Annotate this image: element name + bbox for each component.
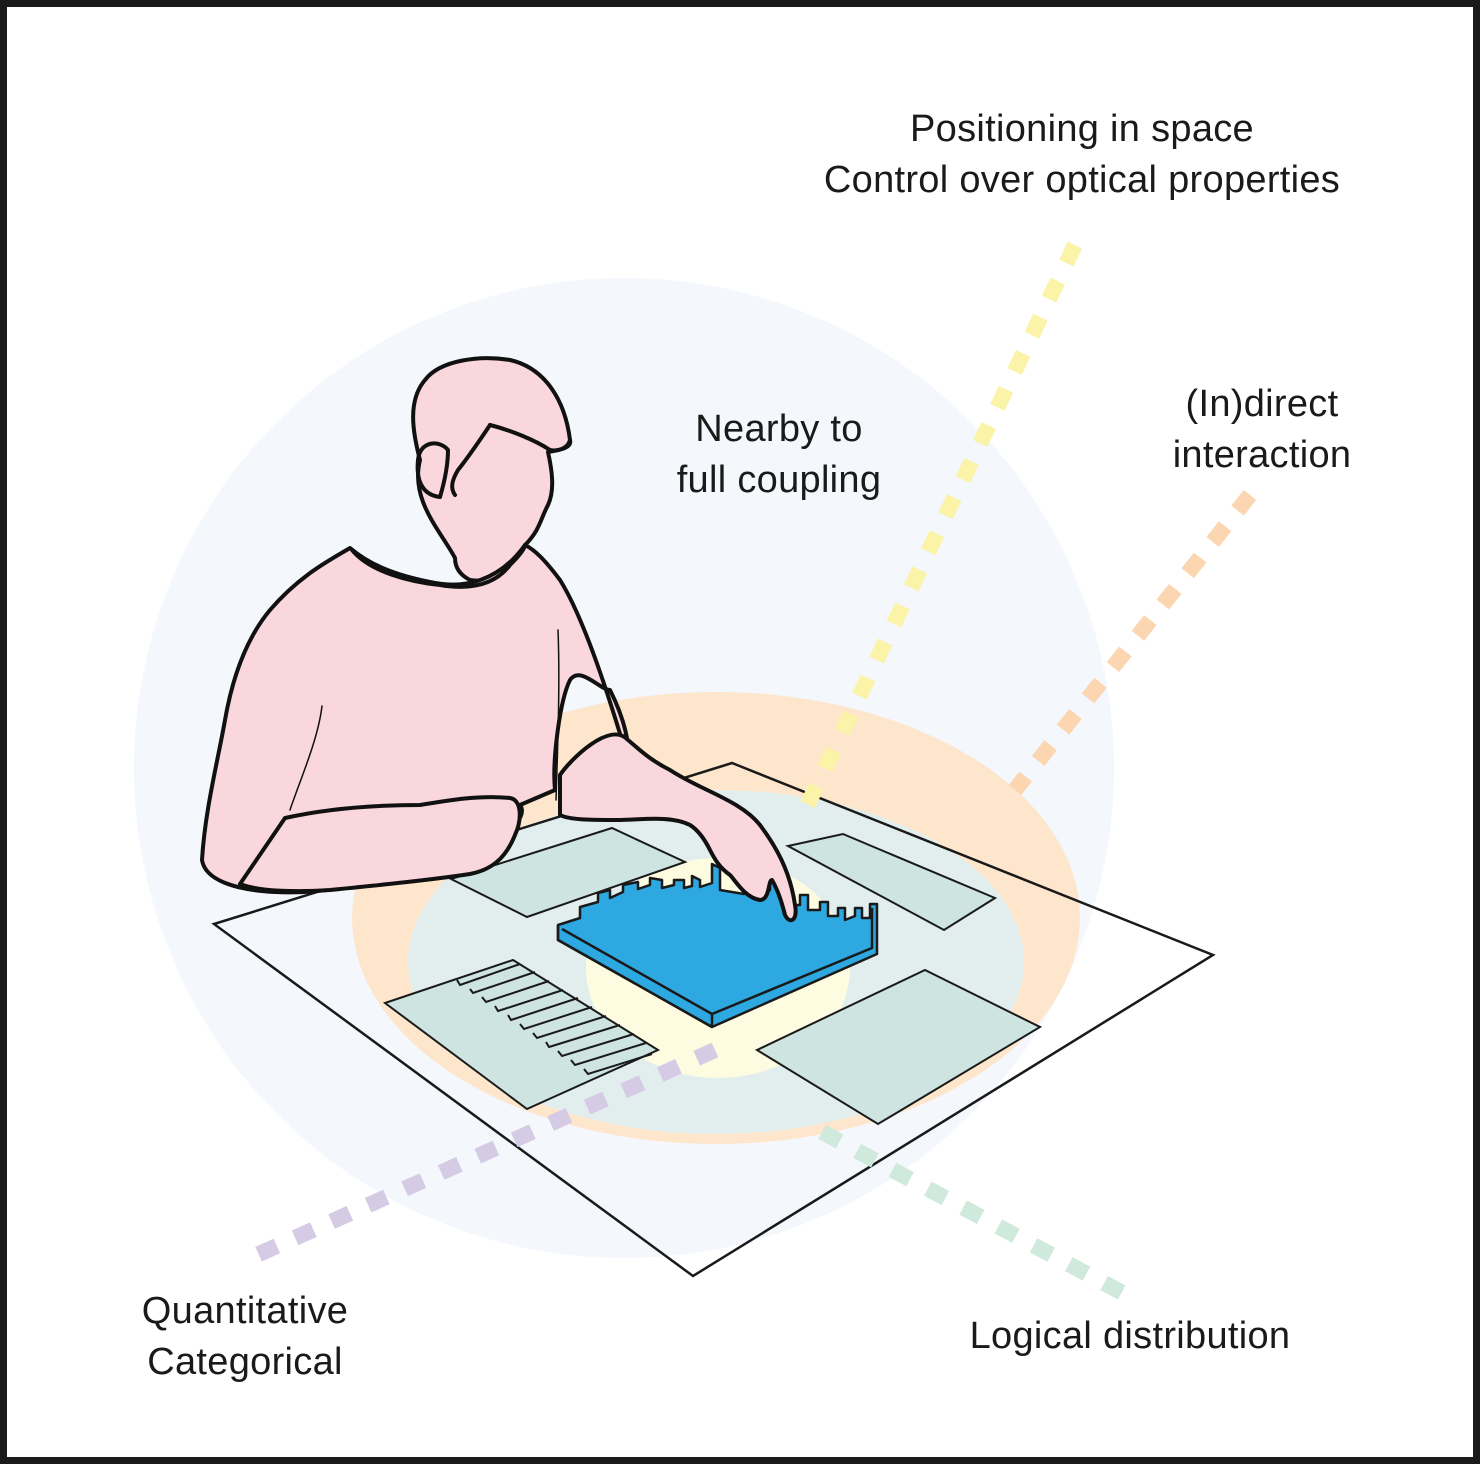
axis-yellow-positioning xyxy=(797,241,1083,814)
axis-purple-data-type xyxy=(246,1042,719,1266)
panel-bottom-right xyxy=(754,968,1043,1126)
label-data-type-line-2: Categorical xyxy=(147,1341,343,1383)
label-data-type-line-1: Quantitative xyxy=(141,1290,349,1332)
label-interaction: (In)direct interaction xyxy=(1145,379,1379,481)
label-data-type: Quantitative Categorical xyxy=(118,1286,372,1388)
label-distribution: Logical distribution xyxy=(935,1311,1325,1362)
axis-green-distribution xyxy=(818,1124,1136,1306)
panel-top-right xyxy=(785,832,998,932)
person-arm xyxy=(558,732,798,923)
panel-top-left xyxy=(448,826,688,919)
label-coupling-line-2: full coupling xyxy=(676,459,882,501)
person xyxy=(200,356,798,923)
table-rows xyxy=(456,963,653,1076)
data-panels xyxy=(382,826,1043,1126)
panel-table xyxy=(382,958,661,1111)
label-coupling: Nearby to full coupling xyxy=(640,404,918,506)
label-distribution-line-1: Logical distribution xyxy=(969,1315,1291,1357)
person-forearm xyxy=(238,795,522,894)
label-interaction-line-2: interaction xyxy=(1172,434,1352,476)
person-ear xyxy=(415,441,450,499)
label-coupling-line-1: Nearby to xyxy=(695,408,863,450)
label-interaction-line-1: (In)direct xyxy=(1185,383,1339,425)
person-torso xyxy=(200,543,631,895)
label-positioning-line-1: Positioning in space xyxy=(910,108,1254,150)
label-positioning: Positioning in space Control over optica… xyxy=(780,104,1384,206)
label-positioning-line-2: Control over optical properties xyxy=(823,159,1341,201)
dashed-axes xyxy=(246,241,1257,1306)
